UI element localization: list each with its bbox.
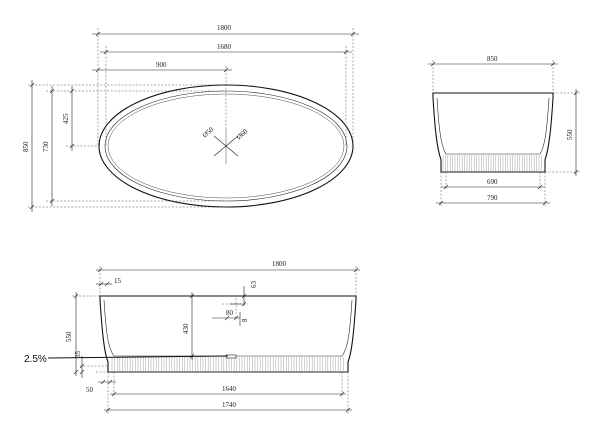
front-overflow-gap: 8 <box>241 318 249 322</box>
top-depth-inner: 730 <box>42 141 50 152</box>
front-base-inner: 1640 <box>222 385 237 393</box>
top-width-overall: 1800 <box>217 24 232 32</box>
front-view: 1800 15 63 80 8 430 550 <box>24 260 360 414</box>
front-height: 550 <box>65 331 73 342</box>
front-base-length: 1740 <box>222 401 237 409</box>
front-ribs <box>111 357 344 371</box>
side-base-outer: 790 <box>487 194 498 202</box>
front-floor-offset: 35 <box>74 351 82 359</box>
front-overflow-height: 63 <box>250 281 258 289</box>
front-tub-body <box>99 295 357 373</box>
slope-label: 2.5% <box>24 354 47 365</box>
overflow-diameter-label: Ø60 <box>235 127 250 141</box>
side-tub-body <box>432 92 554 173</box>
top-view: Ø50 Ø60 1800 1680 900 850 730 425 <box>22 24 359 212</box>
front-overall-length: 1800 <box>272 260 287 268</box>
top-width-inner: 1680 <box>217 43 232 51</box>
side-base-inner: 690 <box>487 178 498 186</box>
slope-line <box>47 355 229 359</box>
side-top-width: 850 <box>487 55 498 63</box>
front-inner-depth: 430 <box>182 323 190 334</box>
drain-symbol <box>213 128 239 164</box>
top-center-offset: 900 <box>156 61 167 69</box>
side-ribs <box>442 155 542 171</box>
top-half-depth: 425 <box>62 113 70 124</box>
side-view: 850 550 690 790 <box>428 55 580 206</box>
front-rim-offset: 15 <box>114 277 122 285</box>
side-height: 550 <box>566 129 574 140</box>
drain-diameter-label: Ø50 <box>201 125 216 139</box>
top-depth-overall: 850 <box>22 141 30 152</box>
tub-inner-outline <box>104 90 348 202</box>
front-overflow-width: 80 <box>226 309 234 317</box>
front-plinth-offset: 50 <box>86 386 94 394</box>
tub-basin-outline <box>107 93 345 199</box>
